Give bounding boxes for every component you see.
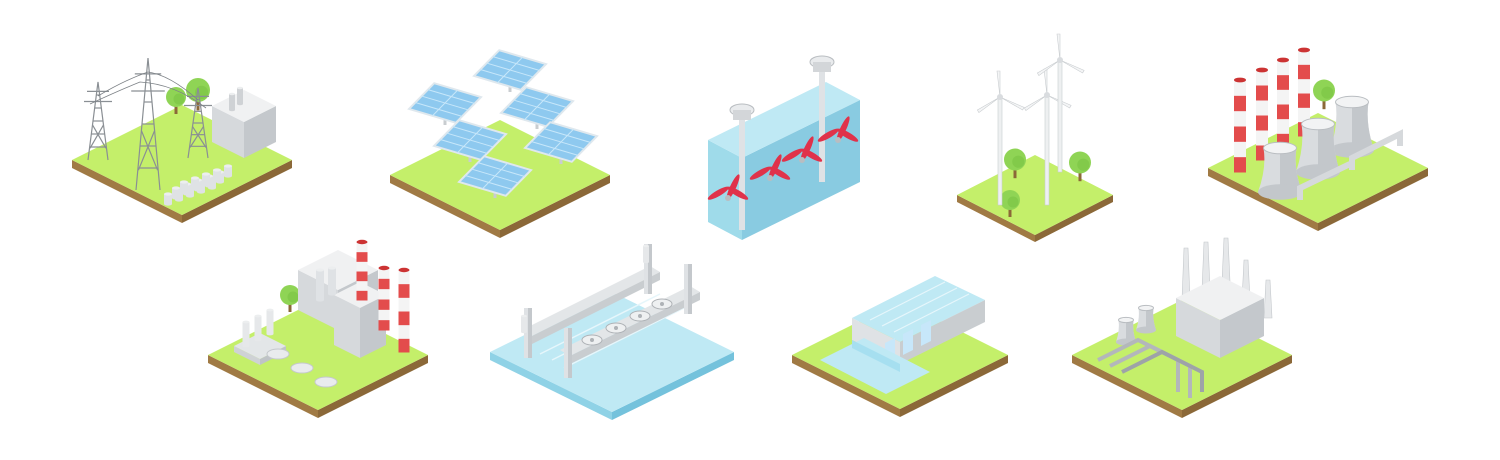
pipeline-plant xyxy=(1072,237,1292,418)
hydro-dam xyxy=(792,276,1008,417)
wind-farm xyxy=(957,33,1113,242)
solar-farm xyxy=(390,49,610,238)
tidal-power xyxy=(707,55,860,240)
power-line-substation xyxy=(72,57,292,223)
industrial-plant xyxy=(208,239,428,418)
water-bridge-plant xyxy=(490,244,734,420)
thermal-cooling-towers xyxy=(1208,47,1428,231)
